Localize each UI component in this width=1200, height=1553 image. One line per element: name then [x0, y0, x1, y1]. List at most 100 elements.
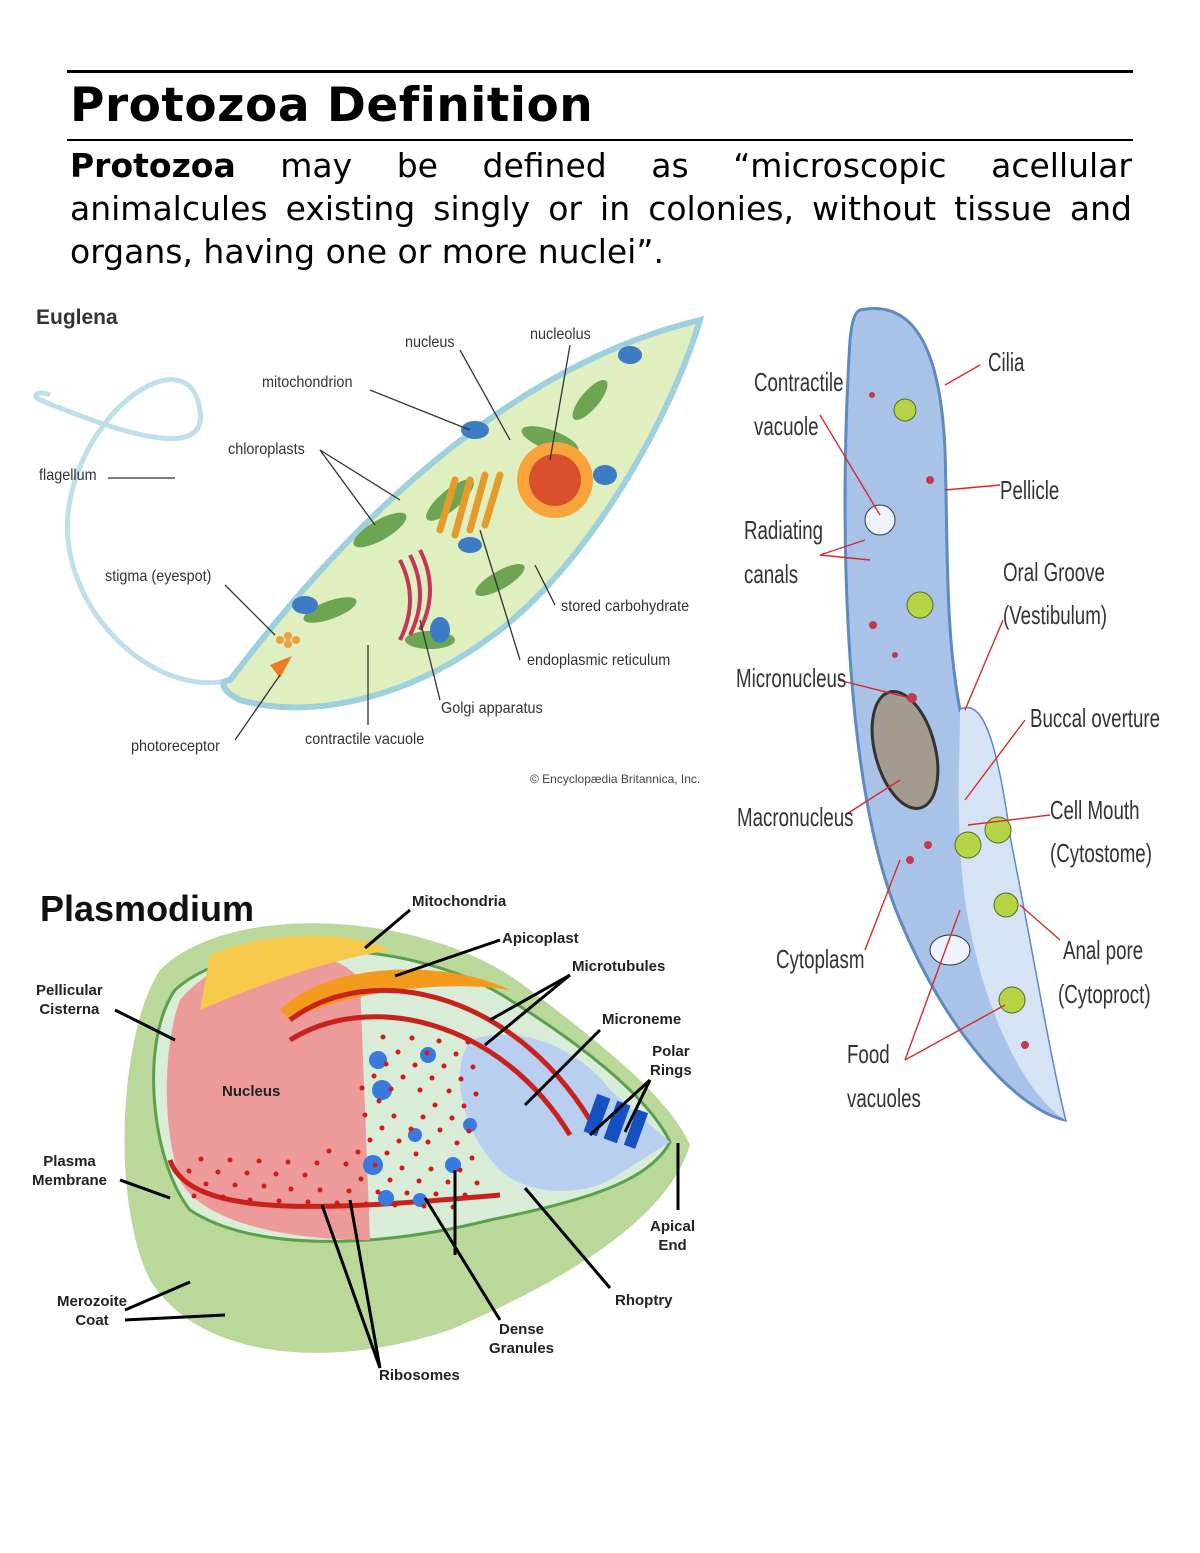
label-nucleus: Nucleus: [222, 1083, 281, 1100]
label-line: Dense: [499, 1321, 545, 1338]
ribosome-dot: [346, 1188, 352, 1194]
ribosome-dot: [458, 1076, 464, 1082]
euglena-illustration: [33, 315, 705, 741]
label-line: Polar: [652, 1043, 690, 1060]
ribosome-dot: [470, 1064, 476, 1070]
ribosome-dot: [198, 1156, 204, 1162]
ribosome-dot: [409, 1035, 415, 1041]
label-line: End: [658, 1237, 687, 1254]
label-radiating-canals-line2: canals: [744, 559, 799, 589]
ribosome-dot: [473, 1091, 479, 1097]
ribosome-dot: [261, 1183, 267, 1189]
ribosome-dot: [191, 1193, 197, 1199]
label-mitochondrion: mitochondrion: [262, 374, 353, 391]
ribosome-dot: [466, 1128, 472, 1134]
ribosome-dot: [334, 1200, 340, 1206]
ribosome-dot: [317, 1187, 323, 1193]
label-buccal-overture: Buccal overture: [1030, 703, 1161, 733]
ribosome-dot: [428, 1166, 434, 1172]
label-microtubules: Microtubules: [572, 958, 666, 975]
ribosome-dot: [387, 1177, 393, 1183]
ribosome-dot: [383, 1061, 389, 1067]
ribosome-dot: [417, 1087, 423, 1093]
ribosome-dot: [413, 1151, 419, 1157]
ribosome-dot: [215, 1169, 221, 1175]
ribosome-dot: [363, 1201, 369, 1207]
ribosome-dot: [314, 1160, 320, 1166]
ribosome-dot: [358, 1176, 364, 1182]
label-line: Merozoite: [57, 1293, 128, 1310]
ribosome-dot: [432, 1102, 438, 1108]
label-chloroplasts: chloroplasts: [228, 441, 305, 458]
label-line: Rings: [650, 1062, 692, 1079]
ribosome-dot: [362, 1112, 368, 1118]
ribosome-dot: [400, 1074, 406, 1080]
label-contractile-vacuole-line2: vacuole: [754, 411, 819, 441]
ribosome-dot: [371, 1073, 377, 1079]
ribosome-dot: [256, 1158, 262, 1164]
ribosome-dot: [462, 1192, 468, 1198]
ribosome-dot: [396, 1138, 402, 1144]
ribosome-dot: [326, 1148, 332, 1154]
plasmodium-diagram: Plasmodium Mitochondria Apicoplast Micro…: [30, 880, 720, 1400]
label-photoreceptor: photoreceptor: [131, 738, 220, 755]
label-line: Pellicular: [36, 982, 103, 999]
ribosome-dot: [429, 1075, 435, 1081]
top-rule: [67, 70, 1133, 73]
ribosome-dot: [376, 1098, 382, 1104]
label-anal-pore-line2: (Cytoproct): [1058, 979, 1151, 1009]
label-stigma: stigma (eyespot): [105, 568, 212, 585]
ribosome-dot: [302, 1172, 308, 1178]
label-cell-mouth-line1: Cell Mouth: [1050, 795, 1140, 825]
label-nucleus: nucleus: [405, 334, 455, 351]
label-pellicle: Pellicle: [1000, 475, 1060, 505]
ribosome-dot: [227, 1157, 233, 1163]
label-nucleolus: nucleolus: [530, 326, 591, 343]
label-food-vacuoles-line2: vacuoles: [847, 1083, 921, 1113]
ribosome-dot: [441, 1063, 447, 1069]
ribosome-dot: [395, 1049, 401, 1055]
ribosome-dot: [416, 1178, 422, 1184]
ribosome-dot: [355, 1149, 361, 1155]
label-line: Membrane: [32, 1172, 108, 1189]
ribosome-dot: [399, 1165, 405, 1171]
label-line: Apical: [650, 1218, 696, 1235]
ribosome-dot: [384, 1150, 390, 1156]
ribosome-dot: [343, 1161, 349, 1167]
image-credit: © Encyclopædia Britannica, Inc.: [530, 772, 701, 786]
definition-text: may be defined as “microscopic acellular…: [70, 146, 1132, 271]
label-cilia: Cilia: [988, 347, 1025, 377]
ribosome-dot: [220, 1194, 226, 1200]
ribosome-dot: [388, 1086, 394, 1092]
label-microneme: Microneme: [602, 1011, 682, 1028]
definition-paragraph: Protozoa may be defined as “microscopic …: [70, 144, 1132, 273]
ribosome-dot: [449, 1115, 455, 1121]
label-radiating-canals-line1: Radiating: [744, 515, 824, 545]
plasmodium-title: Plasmodium: [40, 888, 255, 929]
ribosome-dot: [247, 1197, 253, 1203]
ribosome-dot: [412, 1062, 418, 1068]
paramecium-illustration: [819, 307, 1068, 1122]
label-macronucleus: Macronucleus: [737, 802, 854, 832]
label-rhoptry: Rhoptry: [615, 1292, 673, 1309]
label-oral-groove-line2: (Vestibulum): [1003, 600, 1108, 630]
ribosome-dot: [425, 1139, 431, 1145]
ribosome-dot: [404, 1190, 410, 1196]
plasmodium-illustration: [114, 908, 691, 1369]
label-stored-carbohydrate: stored carbohydrate: [561, 598, 690, 615]
ribosome-dot: [276, 1198, 282, 1204]
definition-term: Protozoa: [70, 146, 236, 185]
ribosome-dot: [392, 1202, 398, 1208]
label-cytoplasm: Cytoplasm: [776, 944, 865, 974]
euglena-title: Euglena: [36, 306, 118, 329]
ribosome-dot: [454, 1140, 460, 1146]
ribosome-dot: [367, 1137, 373, 1143]
ribosome-dot: [445, 1179, 451, 1185]
label-line: Coat: [75, 1312, 109, 1329]
ribosome-dot: [433, 1191, 439, 1197]
ribosome-dot: [273, 1171, 279, 1177]
label-line: Cisterna: [39, 1001, 100, 1018]
label-anal-pore-line1: Anal pore: [1063, 935, 1144, 965]
ribosome-dot: [424, 1050, 430, 1056]
